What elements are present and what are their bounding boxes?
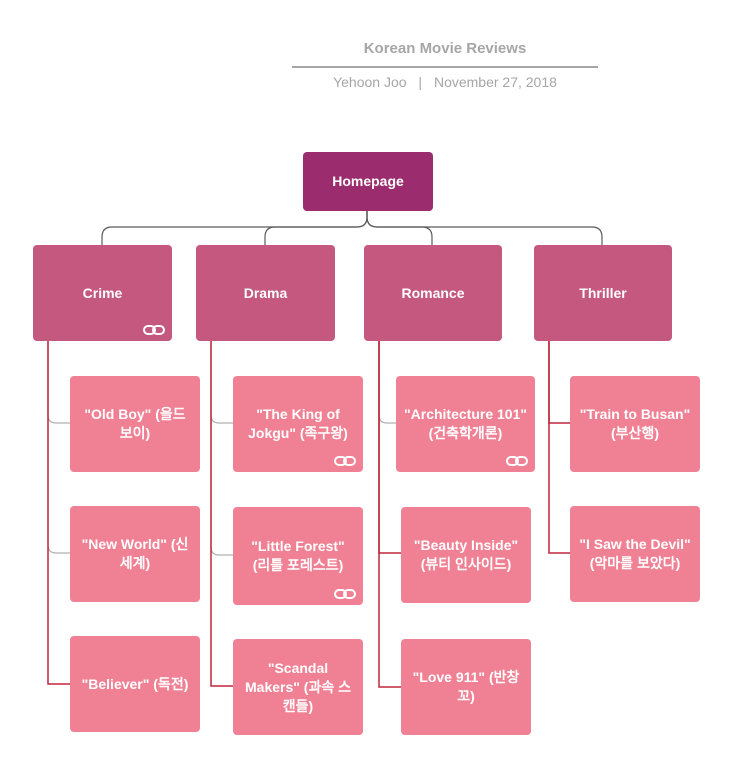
root-connector-romance [366,211,433,245]
category-romance[interactable]: Romance [364,245,502,341]
movie-label: "Beauty Inside" (뷰티 인사이드) [413,537,519,572]
drama-connector-3 [210,341,233,687]
homepage-label: Homepage [332,173,404,189]
homepage-node[interactable]: Homepage [303,152,433,211]
movie-label: "Love 911" (반창꼬) [412,669,520,704]
crime-connector-3 [47,341,70,685]
movie-label: "Train to Busan" (부산행) [579,406,691,441]
category-drama[interactable]: Drama [196,245,335,341]
category-crime[interactable]: Crime [33,245,172,341]
root-connector-thriller [366,211,603,245]
thriller-connector-2 [548,341,570,554]
crime-connector-2 [47,341,70,554]
romance-connector-3 [378,341,401,688]
drama-connector-2 [210,341,233,556]
category-label: Romance [401,284,465,301]
meta-separator: | [418,74,423,90]
movie-label: "The King of Jokgu" (족구왕) [248,406,348,441]
movie-love-911[interactable]: "Love 911" (반창꼬) [401,639,531,735]
crime-connector-1 [47,341,70,424]
link-icon [506,456,528,466]
romance-connector-1 [378,341,396,424]
movie-label: "Scandal Makers" (과속 스캔들) [245,659,351,714]
movie-king-of-jokgu[interactable]: "The King of Jokgu" (족구왕) [233,376,363,472]
movie-new-world[interactable]: "New World" (신세계) [70,506,200,602]
thriller-connector-1 [548,341,570,424]
movie-label: "Little Forest" (리틀 포레스트) [251,538,345,573]
movie-little-forest[interactable]: "Little Forest" (리틀 포레스트) [233,507,363,605]
movie-label: "I Saw the Devil" (악마를 보았다) [579,536,691,571]
header-rule [292,66,598,68]
root-connector-drama [264,211,368,245]
movie-beauty-inside[interactable]: "Beauty Inside" (뷰티 인사이드) [401,507,531,603]
movie-architecture-101[interactable]: "Architecture 101" (건축학개론) [396,376,535,472]
category-label: Crime [82,284,123,301]
movie-i-saw-the-devil[interactable]: "I Saw the Devil" (악마를 보았다) [570,506,700,602]
movie-label: "Old Boy" (올드 보이) [84,406,186,441]
movie-label: "Believer" (독전) [81,675,189,692]
link-icon [334,456,356,466]
drama-connector-1 [210,341,233,424]
movie-scandal-makers[interactable]: "Scandal Makers" (과속 스캔들) [233,639,363,735]
root-connector [101,211,368,245]
author: Yehoon Joo [333,74,407,90]
date: November 27, 2018 [433,74,557,90]
movie-train-to-busan[interactable]: "Train to Busan" (부산행) [570,376,700,472]
movie-label: "Architecture 101" (건축학개론) [404,406,527,441]
category-thriller[interactable]: Thriller [534,245,672,341]
movie-believer[interactable]: "Believer" (독전) [70,636,200,732]
link-icon [334,589,356,599]
category-label: Drama [243,284,288,301]
header-title: Korean Movie Reviews [363,40,527,57]
movie-label: "New World" (신세계) [81,536,189,571]
header-meta: Yehoon Joo | November 27, 2018 [292,74,598,90]
link-icon [143,325,165,335]
category-label: Thriller [579,284,627,301]
movie-old-boy[interactable]: "Old Boy" (올드 보이) [70,376,200,472]
